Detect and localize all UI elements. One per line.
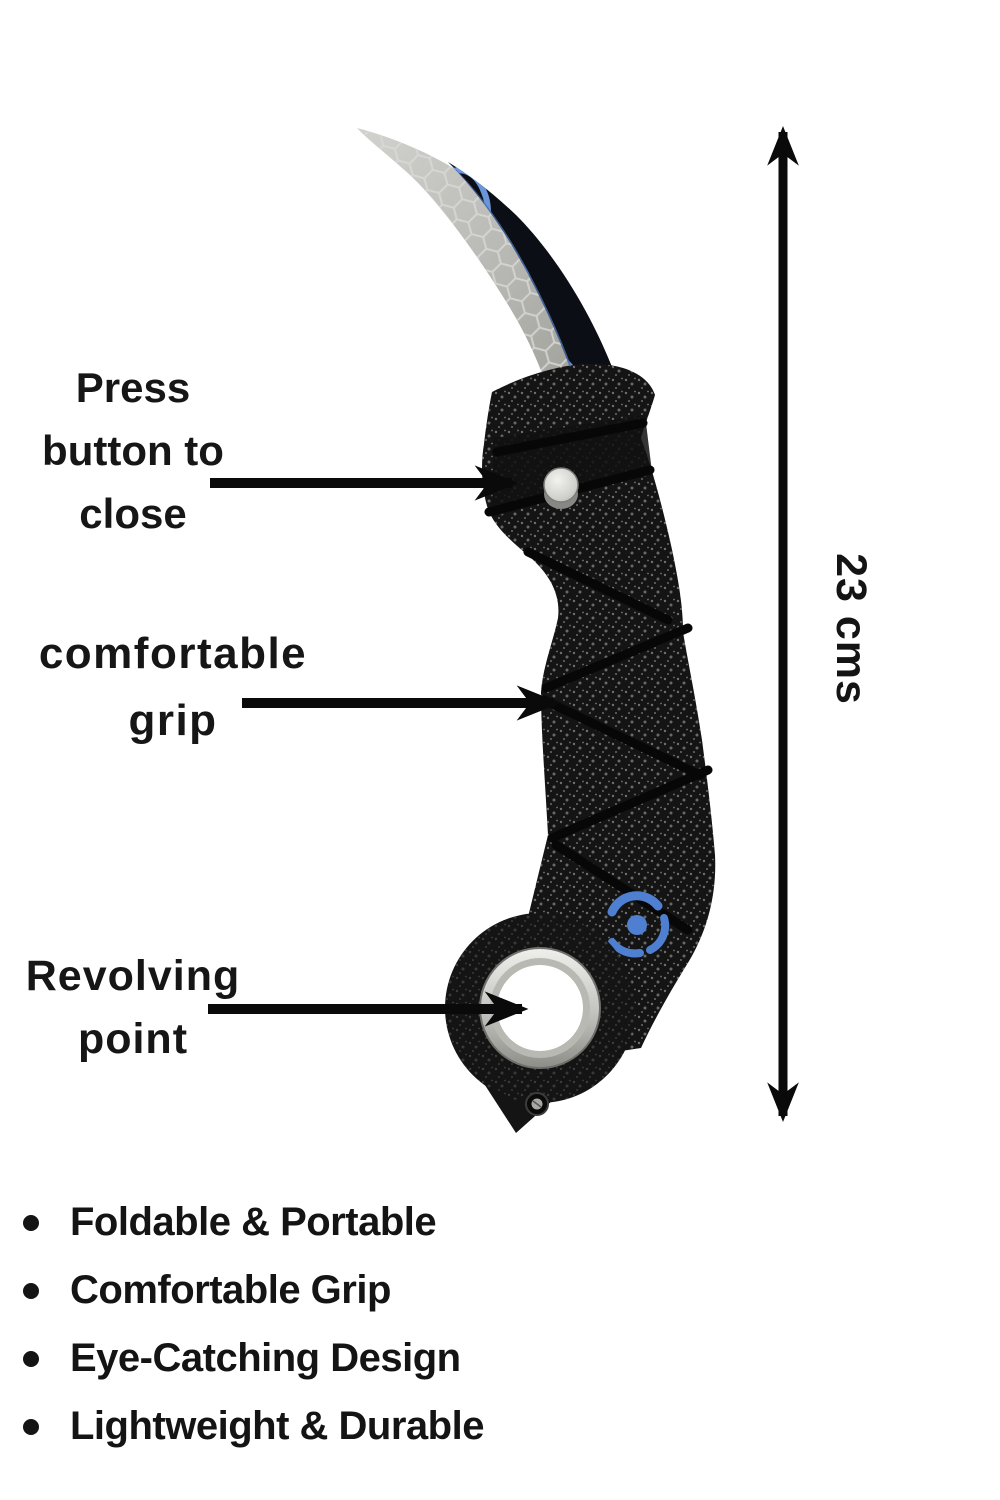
callout-line: comfortable: [38, 629, 308, 678]
callout-line: close: [79, 490, 187, 537]
dimension-label: 23 cms: [827, 553, 875, 705]
knife-handle: [482, 363, 716, 1059]
feature-item: Comfortable Grip: [23, 1256, 484, 1324]
feature-text: Lightweight & Durable: [70, 1403, 484, 1448]
frame-screw: [525, 1092, 549, 1116]
feature-text: Foldable & Portable: [70, 1199, 437, 1244]
bullet-icon: [23, 1283, 39, 1299]
callout-line: grip: [128, 696, 218, 745]
callout-revolving-point: Revolving point: [0, 945, 266, 1071]
pivot-ring: [445, 913, 635, 1133]
callout-line: button to: [42, 427, 224, 474]
feature-text: Eye-Catching Design: [70, 1335, 461, 1380]
callout-press-button: Press button to close: [8, 356, 258, 545]
bullet-icon: [23, 1215, 39, 1231]
feature-item: Foldable & Portable: [23, 1188, 484, 1256]
feature-text: Comfortable Grip: [70, 1267, 391, 1312]
callout-line: point: [77, 1015, 189, 1063]
bullet-icon: [23, 1419, 39, 1435]
callout-comfortable-grip: comfortable grip: [12, 620, 334, 754]
brand-logo-icon: [607, 891, 670, 958]
bullet-icon: [23, 1351, 39, 1367]
callout-line: Revolving: [25, 952, 241, 1000]
feature-item: Eye-Catching Design: [23, 1324, 484, 1392]
feature-list: Foldable & Portable Comfortable Grip Eye…: [23, 1188, 484, 1460]
lock-button: [543, 467, 579, 509]
feature-item: Lightweight & Durable: [23, 1392, 484, 1460]
callout-line: Press: [75, 364, 191, 411]
